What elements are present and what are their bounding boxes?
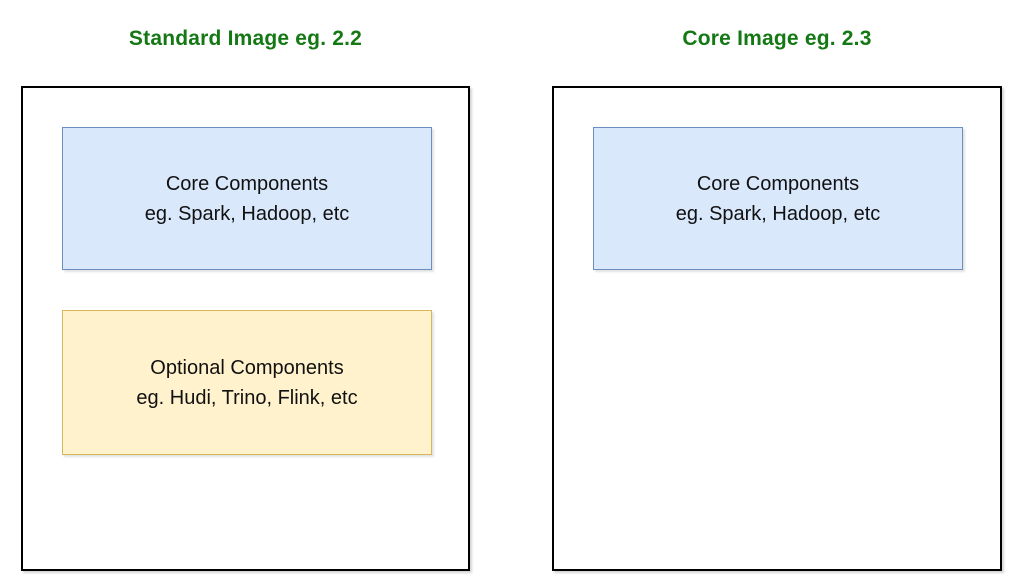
standard-image-title: Standard Image eg. 2.2: [128, 27, 363, 50]
core-components-box: Core Components eg. Spark, Hadoop, etc: [62, 127, 432, 270]
core-components-examples: eg. Spark, Hadoop, etc: [675, 202, 881, 225]
standard-image-container: Core Components eg. Spark, Hadoop, etc O…: [21, 86, 470, 571]
optional-components-box: Optional Components eg. Hudi, Trino, Fli…: [62, 310, 432, 455]
optional-components-label: Optional Components: [150, 356, 344, 379]
core-components-examples: eg. Spark, Hadoop, etc: [144, 202, 350, 225]
core-components-label: Core Components: [165, 172, 329, 195]
core-components-label: Core Components: [696, 172, 860, 195]
core-image-title: Core Image eg. 2.3: [682, 27, 872, 50]
core-image-container: Core Components eg. Spark, Hadoop, etc: [552, 86, 1002, 571]
core-components-box: Core Components eg. Spark, Hadoop, etc: [593, 127, 963, 270]
optional-components-examples: eg. Hudi, Trino, Flink, etc: [136, 386, 358, 409]
